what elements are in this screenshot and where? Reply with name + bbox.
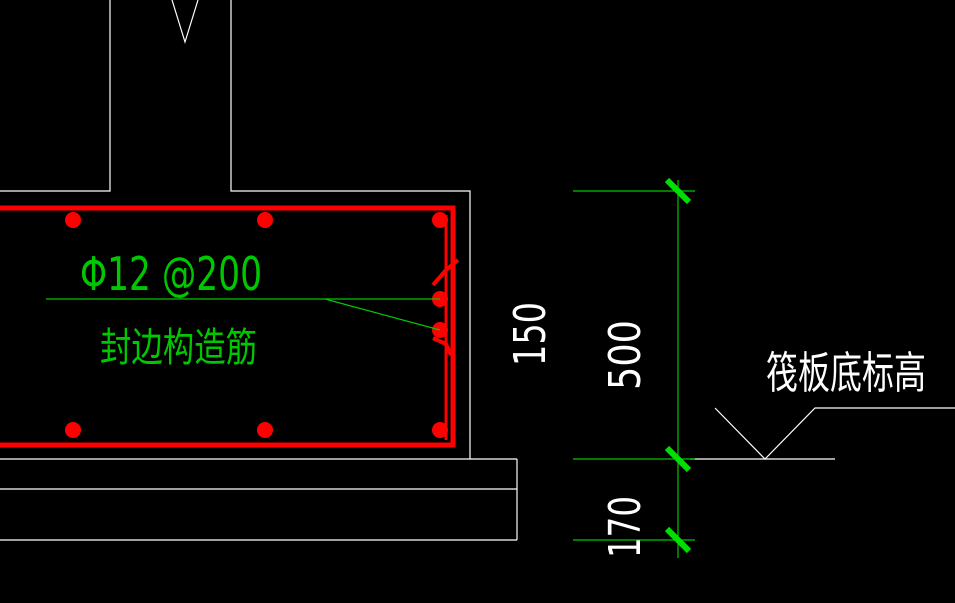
dim-tick-mid xyxy=(664,445,692,473)
column-tip-mark xyxy=(171,0,199,45)
rebar-spec-text: Φ12 @200 xyxy=(80,247,262,301)
rebar-note-text: 封边构造筋 xyxy=(100,325,257,371)
rebar-dot xyxy=(65,422,81,438)
leader-diagonal xyxy=(324,298,441,331)
rebar-dot xyxy=(432,422,448,438)
dim-tick-top xyxy=(664,177,692,205)
dim-tick-bottom xyxy=(664,526,692,554)
rebar-dot xyxy=(432,212,448,228)
dim-text-170: 170 xyxy=(600,496,651,558)
dimension-ticks xyxy=(664,177,692,554)
elevation-marker xyxy=(714,407,955,460)
dim-text-500: 500 xyxy=(600,320,651,390)
rebar-dot xyxy=(65,212,81,228)
rebar-hook-upper xyxy=(431,258,460,287)
dim-text-150: 150 xyxy=(505,302,556,366)
annotation-group xyxy=(46,298,441,331)
edge-rebar xyxy=(0,205,456,448)
rebar-hook-lower xyxy=(432,336,453,356)
rebar-dot xyxy=(257,212,273,228)
rebar-dot xyxy=(257,422,273,438)
elevation-label: 筏板底标高 xyxy=(766,348,926,399)
column-outline-right xyxy=(230,0,471,459)
structure-outline xyxy=(0,0,955,541)
column-outline-left xyxy=(0,0,111,192)
